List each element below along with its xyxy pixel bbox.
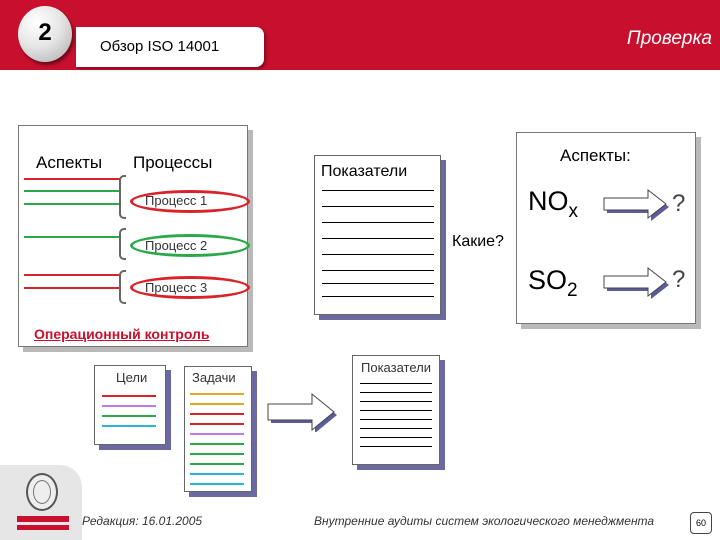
doc-line	[360, 446, 432, 447]
slide-number-badge: 2	[18, 6, 72, 62]
title-tab: Обзор ISO 14001	[76, 27, 264, 67]
arrow-right-icon	[603, 266, 669, 299]
company-seal-inner	[33, 480, 51, 504]
task-line	[190, 453, 244, 455]
task-line	[190, 463, 244, 465]
aspects-right-panel	[516, 132, 696, 324]
tasks-label: Задачи	[192, 370, 236, 385]
process-oval-1	[130, 190, 250, 213]
task-line	[190, 393, 244, 395]
page-number-box: 60	[690, 512, 712, 534]
operational-control-link: Операционный контроль	[34, 326, 210, 342]
task-line	[190, 433, 244, 435]
task-line	[190, 443, 244, 445]
indicators-heading: Показатели	[321, 163, 408, 180]
aspect-line	[24, 203, 120, 205]
logo-band	[17, 525, 69, 530]
process-oval-3	[130, 276, 250, 299]
aspects-right-heading: Аспекты:	[560, 146, 631, 165]
task-line	[190, 423, 244, 425]
doc-line	[322, 270, 434, 271]
doc-line	[322, 206, 434, 207]
goal-line	[102, 395, 156, 397]
nox-base: NO	[528, 186, 569, 216]
brace-bracket	[119, 270, 126, 304]
doc-line	[360, 392, 432, 393]
goal-line	[102, 415, 156, 417]
task-line	[190, 403, 244, 405]
indicators-document	[314, 155, 441, 315]
doc-line	[360, 428, 432, 429]
doc-line	[322, 238, 434, 239]
so2-result: ?	[672, 266, 686, 293]
aspects-heading: Аспекты	[36, 153, 103, 172]
section-title: Проверка	[626, 28, 712, 49]
brace-bracket	[119, 228, 126, 260]
doc-line	[322, 296, 434, 297]
aspect-line	[24, 236, 120, 238]
task-line	[190, 483, 244, 485]
aspect-line	[24, 190, 120, 192]
doc-line	[322, 283, 434, 284]
page-number: 60	[695, 518, 706, 528]
so2-subscript: 2	[567, 280, 578, 301]
arrow-right-icon	[267, 392, 337, 432]
doc-line	[360, 419, 432, 420]
aspect-line	[24, 178, 120, 180]
goals-label: Цели	[116, 370, 148, 385]
aspect-line	[24, 287, 120, 289]
nox-subscript: x	[568, 201, 579, 222]
doc-line	[322, 190, 434, 191]
course-title: Внутренние аудиты систем экологического …	[314, 514, 655, 528]
goal-line	[102, 425, 156, 427]
aspect-line	[24, 274, 120, 276]
which-question: Какие?	[452, 233, 504, 250]
arrow-right-icon	[603, 188, 669, 221]
task-line	[190, 413, 244, 415]
nox-label: NOx	[528, 186, 578, 223]
page-title: Обзор ISO 14001	[100, 38, 220, 55]
process-label-2: Процесс 2	[145, 238, 208, 253]
tasks-document	[184, 366, 252, 492]
doc-line	[360, 383, 432, 384]
revision-date: Редакция: 16.01.2005	[82, 514, 203, 528]
goal-line	[102, 405, 156, 407]
indicators-small-label: Показатели	[361, 360, 431, 375]
so2-base: SO	[528, 265, 568, 295]
processes-heading: Процессы	[133, 153, 213, 172]
process-oval-2	[130, 234, 250, 257]
doc-line	[360, 401, 432, 402]
process-label-3: Процесс 3	[145, 280, 208, 295]
so2-label: SO2	[528, 265, 578, 302]
doc-line	[360, 437, 432, 438]
brace-bracket	[119, 175, 126, 219]
slide-number: 2	[38, 19, 52, 46]
process-label-1: Процесс 1	[145, 193, 208, 208]
nox-result: ?	[672, 190, 686, 217]
logo-band	[17, 516, 69, 522]
task-line	[190, 473, 244, 475]
doc-line	[322, 254, 434, 255]
doc-line	[322, 222, 434, 223]
doc-line	[360, 410, 432, 411]
